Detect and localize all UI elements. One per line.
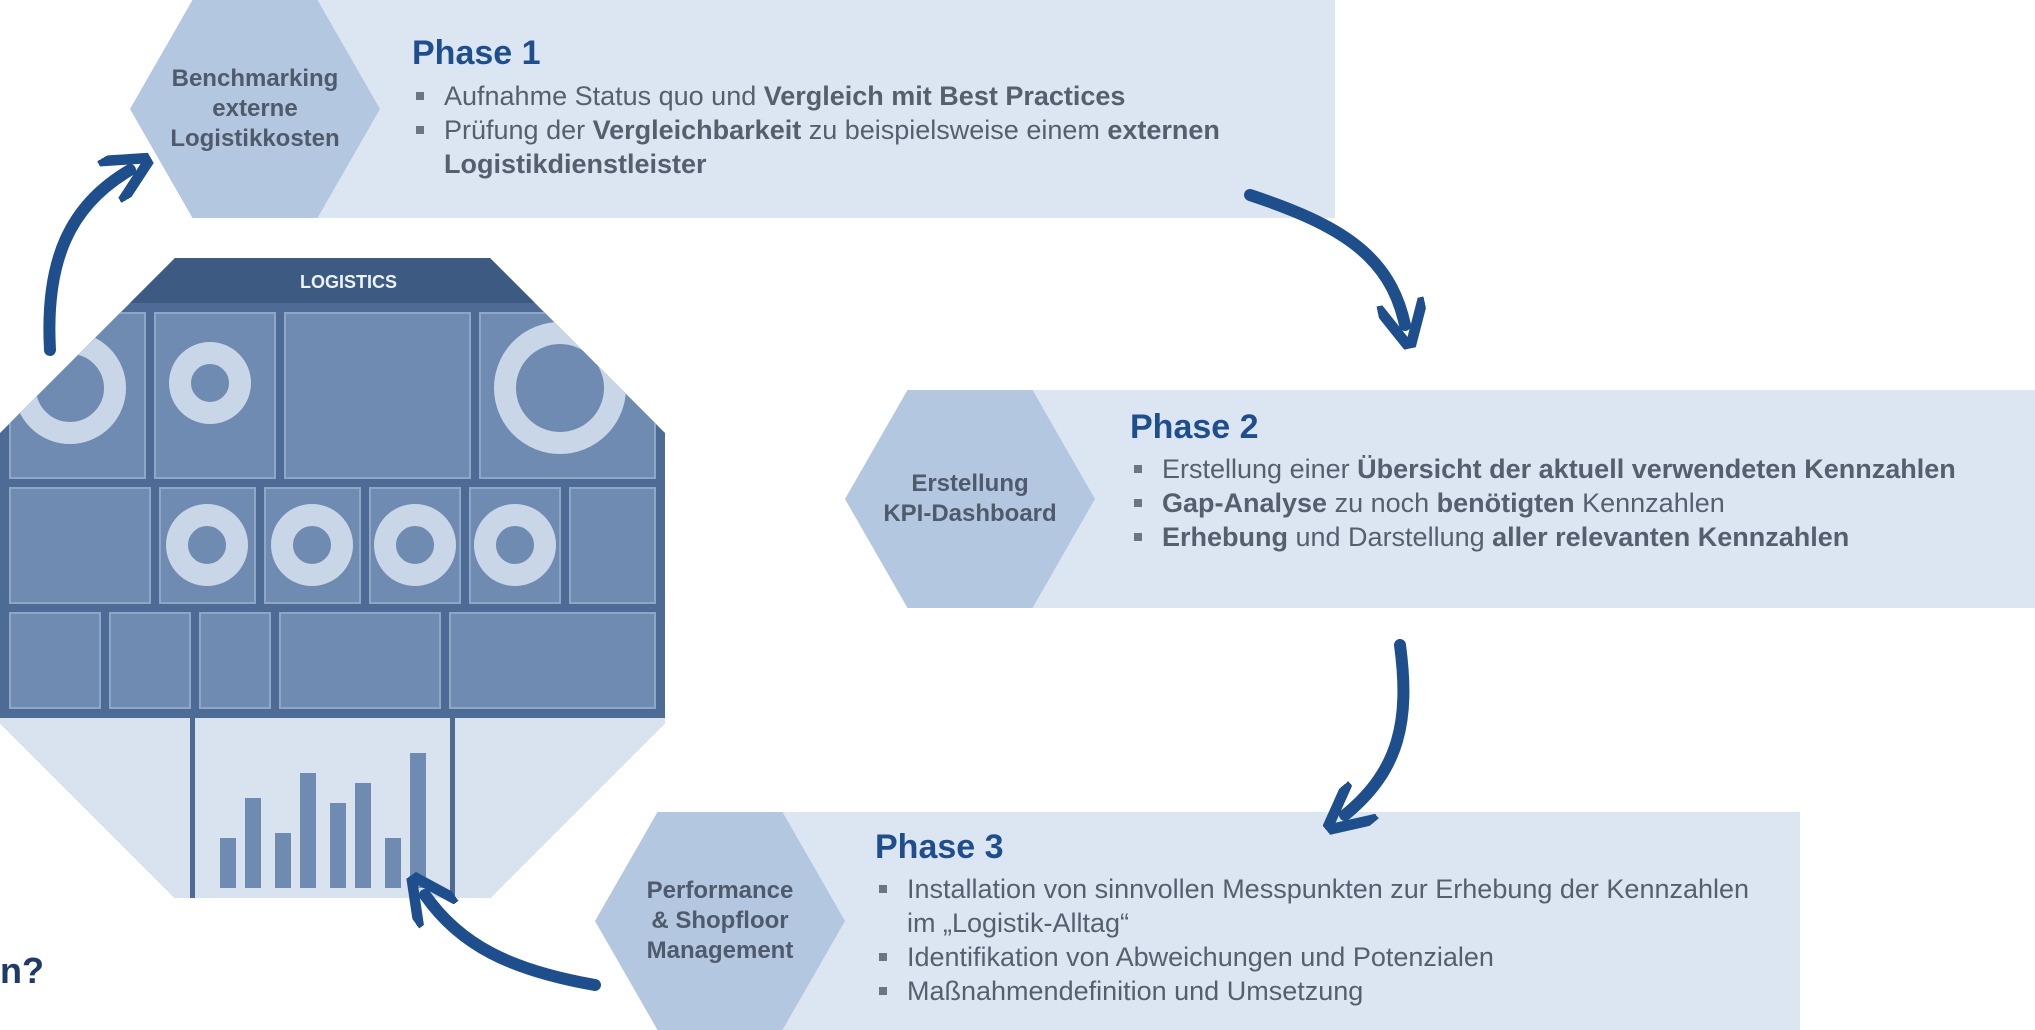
phase-1-box <box>285 0 1335 218</box>
phase-2-hex-label: Erstellung KPI-Dashboard <box>883 469 1056 529</box>
arrow-dashboard-to-phase1 <box>43 170 130 356</box>
phase-2-title: Phase 2 <box>1130 408 1259 446</box>
hex-line: & Shopfloor <box>651 907 789 934</box>
hex-line: Erstellung <box>911 470 1029 497</box>
phase-2-bullets: Erstellung einer Übersicht der aktuell v… <box>1130 452 2010 554</box>
dashboard-title: LOGISTICS <box>300 272 397 292</box>
arrow-phase2-to-phase3 <box>1345 639 1410 815</box>
hex-line: Performance <box>646 877 794 904</box>
hex-line: Benchmarking <box>171 65 339 92</box>
phase-3-bullets: Installation von sinnvollen Messpunkten … <box>875 872 1775 1008</box>
dashboard-bars <box>220 753 426 888</box>
logistics-dashboard-illustration: LOGISTICS <box>0 258 665 898</box>
bullet-item: Aufnahme Status quo und Vergleich mit Be… <box>412 79 1292 113</box>
bullet-item: Gap-Analyse zu noch benötigten Kennzahle… <box>1130 486 2010 520</box>
arrow-phase1-to-phase2 <box>1244 189 1405 325</box>
phase-3-title: Phase 3 <box>875 828 1004 866</box>
phase-3-box <box>720 812 1800 1030</box>
bullet-item: Installation von sinnvollen Messpunkten … <box>875 872 1775 940</box>
phase-1-title: Phase 1 <box>412 34 541 72</box>
hex-line: externe <box>212 95 298 122</box>
arrow-phase3-to-dashboard <box>425 895 601 991</box>
hex-line: Logistikkosten <box>170 125 340 152</box>
bullet-item: Erhebung und Darstellung aller relevante… <box>1130 520 2010 554</box>
bullet-item: Prüfung der Vergleichbarkeit zu beispiel… <box>412 113 1292 181</box>
bullet-item: Identifikation von Abweichungen und Pote… <box>875 940 1775 974</box>
phase-3-hex-label: Performance & Shopfloor Management <box>647 876 794 966</box>
hex-line: KPI-Dashboard <box>883 500 1057 527</box>
cropped-question-text: n? <box>0 950 44 991</box>
phase-1-bullets: Aufnahme Status quo und Vergleich mit Be… <box>412 79 1292 181</box>
bullet-item: Erstellung einer Übersicht der aktuell v… <box>1130 452 2010 486</box>
hex-line: Management <box>646 937 794 964</box>
phase-3-hex: Performance & Shopfloor Management <box>595 812 845 1030</box>
bullet-item: Maßnahmendefinition und Umsetzung <box>875 974 1775 1008</box>
phase-1-hex-label: Benchmarking externe Logistikkosten <box>170 64 339 154</box>
